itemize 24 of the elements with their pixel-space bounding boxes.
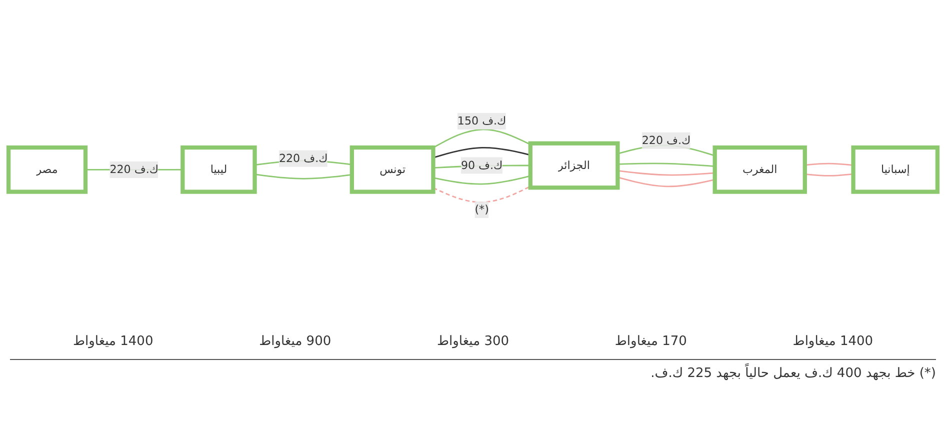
edge-label: 220 ك.ف bbox=[278, 151, 328, 164]
connector bbox=[618, 162, 715, 167]
node-box: ليبيا bbox=[180, 144, 257, 194]
connector bbox=[618, 170, 715, 176]
dimension-label: 300 ميغاواط bbox=[437, 334, 510, 349]
connector bbox=[433, 146, 531, 158]
connector bbox=[804, 162, 854, 166]
connector bbox=[804, 172, 854, 176]
edge-label: 220 ك.ف bbox=[110, 162, 158, 176]
edge-label: 150 ك.ف bbox=[457, 114, 506, 127]
dimension-label: 900 ميغاواط bbox=[259, 334, 332, 349]
edge-label: 220 ك.ف bbox=[642, 133, 691, 146]
connector bbox=[432, 128, 531, 148]
node-box: إسبانيا bbox=[851, 144, 940, 194]
dimension-label: 1400 ميغاواط bbox=[792, 334, 874, 349]
node-box: مصر bbox=[6, 144, 88, 194]
node-box: تونس bbox=[350, 144, 436, 194]
edge-label: 90 ك.ف bbox=[460, 158, 503, 172]
edge-label: (*) bbox=[474, 202, 489, 216]
node-box: المغرب bbox=[712, 144, 807, 194]
connector bbox=[254, 173, 352, 179]
node-box: الجزائر bbox=[528, 140, 620, 190]
dimension-label: 170 ميغاواط bbox=[614, 334, 687, 349]
dimension-label: 1400 ميغاواط bbox=[72, 334, 154, 349]
